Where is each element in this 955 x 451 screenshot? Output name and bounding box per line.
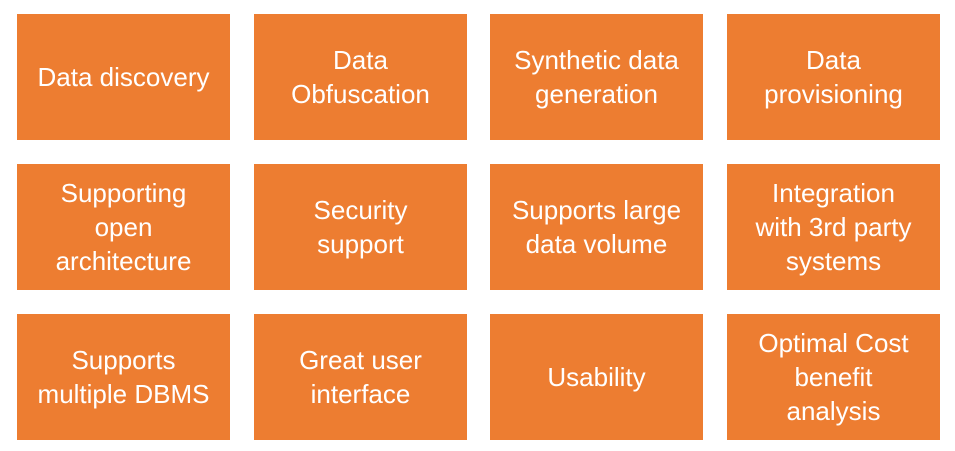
tile-label: Integration with 3rd party systems bbox=[755, 178, 912, 276]
tile-supports-multiple-dbms: Supports multiple DBMS bbox=[17, 314, 230, 440]
tile-label: Great user interface bbox=[299, 345, 422, 409]
tile-label: Usability bbox=[547, 362, 646, 392]
tile-great-user-interface: Great user interface bbox=[254, 314, 467, 440]
tile-label: Supporting open architecture bbox=[55, 178, 192, 276]
tile-supporting-open-architecture: Supporting open architecture bbox=[17, 164, 230, 290]
tile-data-obfuscation: Data Obfuscation bbox=[254, 14, 467, 140]
tile-usability: Usability bbox=[490, 314, 703, 440]
tile-label: Security support bbox=[313, 195, 408, 259]
tile-label: Data discovery bbox=[37, 62, 210, 92]
tile-label: Synthetic data generation bbox=[514, 45, 679, 109]
tile-label: Data provisioning bbox=[764, 45, 903, 109]
tile-synthetic-data-generation: Synthetic data generation bbox=[490, 14, 703, 140]
tile-supports-large-data-volume: Supports large data volume bbox=[490, 164, 703, 290]
tile-label: Supports multiple DBMS bbox=[37, 345, 210, 409]
tile-data-discovery: Data discovery bbox=[17, 14, 230, 140]
tile-security-support: Security support bbox=[254, 164, 467, 290]
tile-label: Supports large data volume bbox=[511, 195, 682, 259]
tile-optimal-cost-benefit-analysis: Optimal Cost benefit analysis bbox=[727, 314, 940, 440]
tile-integration-third-party: Integration with 3rd party systems bbox=[727, 164, 940, 290]
tile-label: Optimal Cost benefit analysis bbox=[758, 328, 909, 426]
tile-label: Data Obfuscation bbox=[291, 45, 430, 109]
tile-data-provisioning: Data provisioning bbox=[727, 14, 940, 140]
